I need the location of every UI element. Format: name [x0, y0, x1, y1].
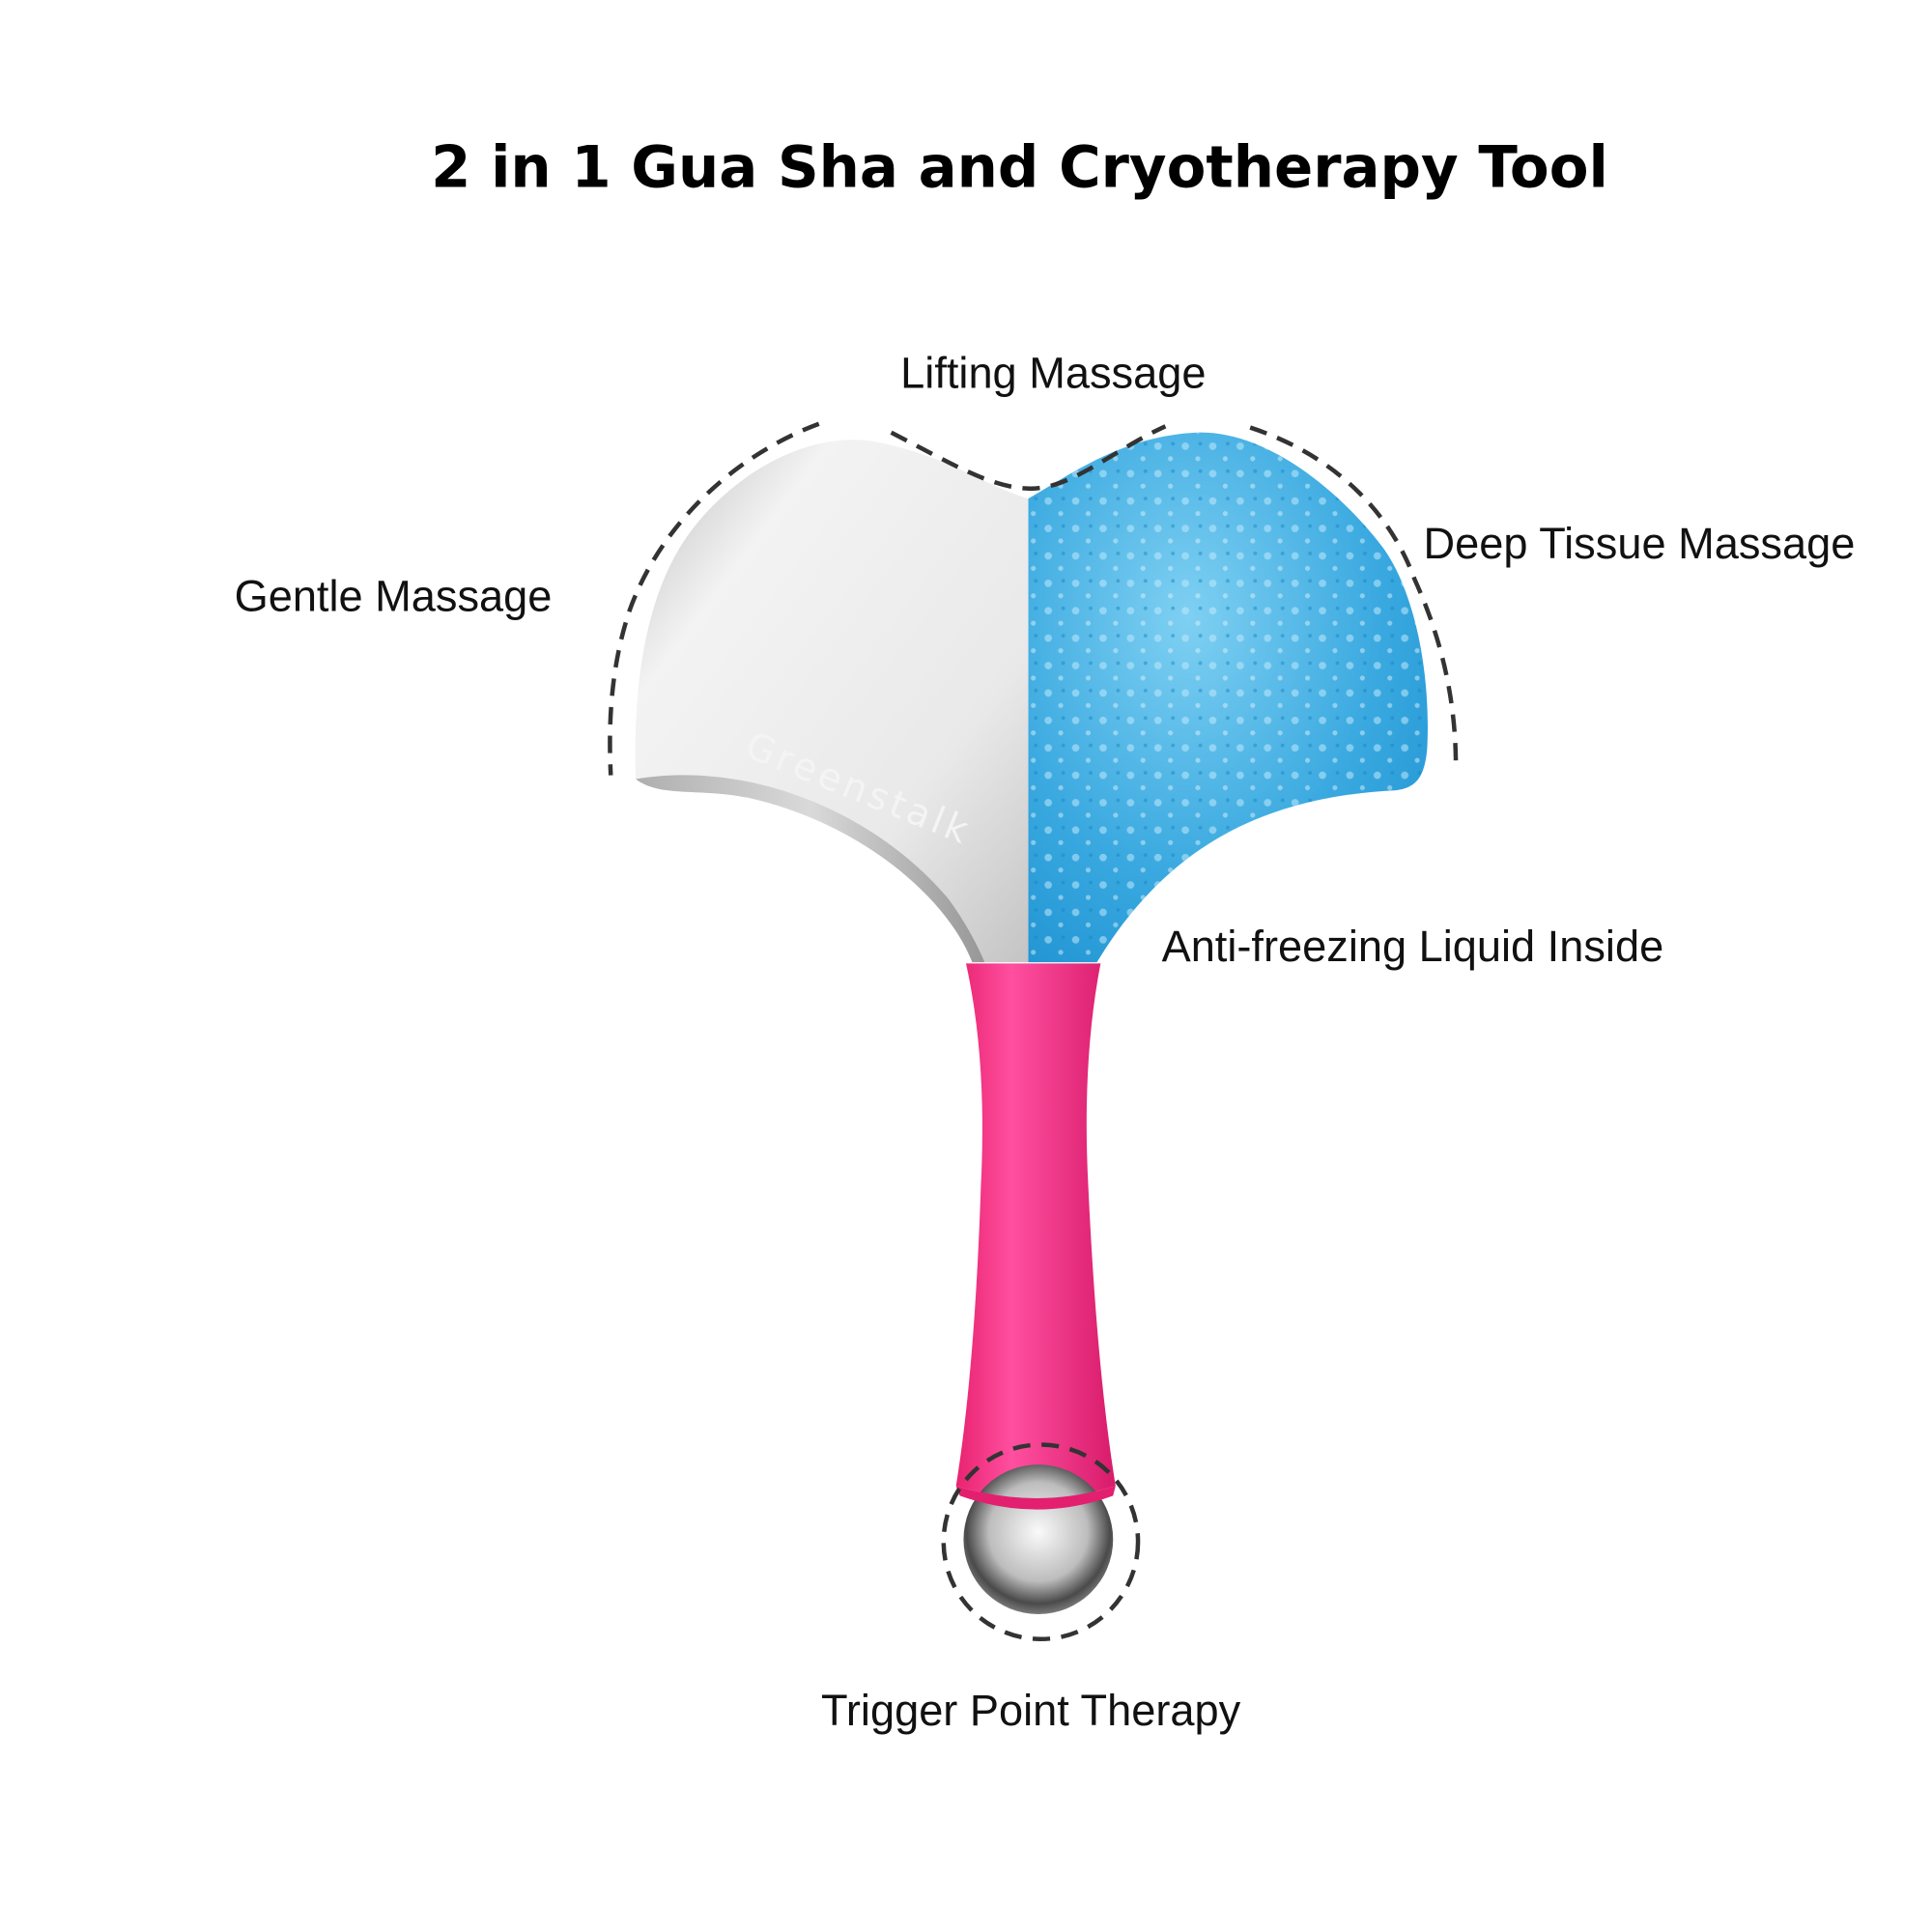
deep-tissue-edge-dashed-outline — [1249, 425, 1459, 767]
label-deep-tissue-massage: Deep Tissue Massage — [1424, 519, 1856, 568]
page-title: 2 in 1 Gua Sha and Cryotherapy Tool — [431, 134, 1608, 201]
label-lifting-massage: Lifting Massage — [900, 348, 1206, 397]
label-trigger-point-therapy: Trigger Point Therapy — [821, 1686, 1241, 1735]
lifting-edge-dashed-outline — [890, 424, 1167, 492]
gentle-edge-dashed-outline — [608, 421, 820, 776]
handle-collar — [955, 1486, 1116, 1510]
blade-edge-highlight — [636, 775, 985, 963]
label-anti-freezing-liquid: Anti-freezing Liquid Inside — [1162, 922, 1664, 971]
trigger-point-dashed-outline — [941, 1442, 1141, 1642]
pink-handle — [955, 963, 1116, 1498]
steel-ball-tip — [963, 1464, 1114, 1614]
label-gentle-massage: Gentle Massage — [235, 571, 553, 620]
stainless-steel-blade — [635, 440, 1029, 963]
cryo-texture — [1028, 432, 1428, 963]
